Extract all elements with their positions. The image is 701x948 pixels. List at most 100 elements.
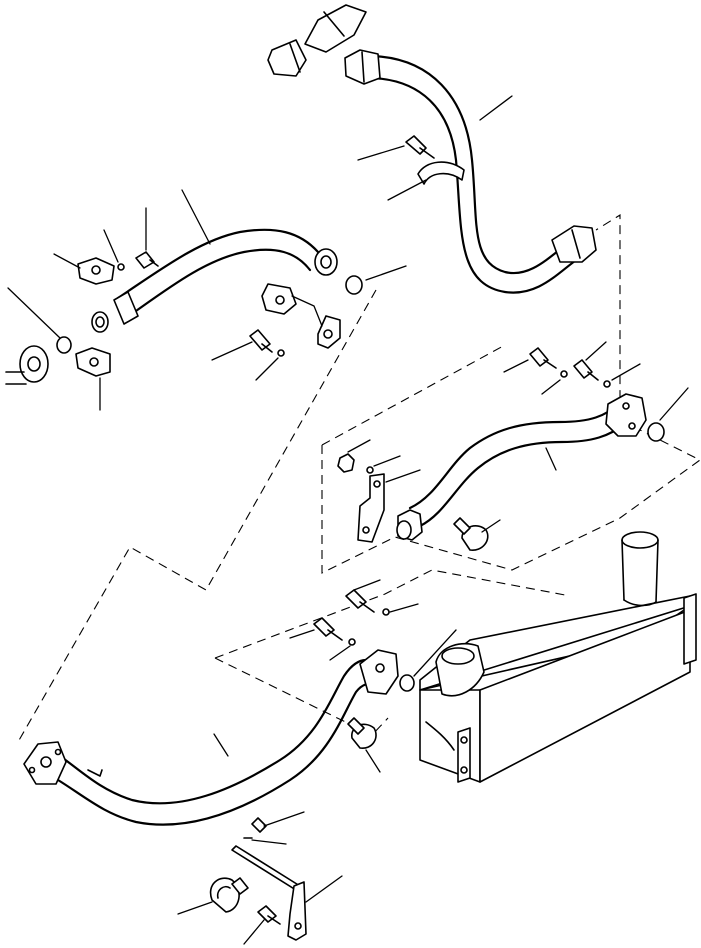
hose-upper-inner bbox=[372, 78, 582, 293]
tube-lower-flange-left-hole-a bbox=[30, 768, 35, 773]
bolt-b-shank bbox=[262, 344, 272, 352]
leader-washer-g bbox=[252, 840, 286, 844]
tube-mid-upper bbox=[410, 404, 618, 508]
clamp-mid-bolt bbox=[454, 518, 470, 534]
pipe-left bbox=[92, 230, 337, 332]
leader-lock-washer-f bbox=[330, 646, 350, 660]
o-ring-left bbox=[57, 337, 71, 353]
split-flange-half-d bbox=[318, 316, 340, 348]
hose-upper-end-fitting-right bbox=[552, 226, 596, 262]
clamp-bottom bbox=[211, 878, 248, 912]
bracket-mid-hole-a bbox=[374, 481, 380, 487]
lock-washer-e bbox=[383, 609, 389, 615]
leader-clamp-lower bbox=[366, 750, 380, 772]
o-ring-lower bbox=[400, 675, 414, 691]
elbow-thread bbox=[324, 12, 344, 36]
clamp-mid bbox=[454, 518, 488, 550]
lock-washer-d bbox=[604, 381, 610, 387]
clamp-bottom-bolt bbox=[232, 878, 248, 894]
bolt-e-shank bbox=[360, 602, 374, 612]
leader-nut-mid bbox=[348, 440, 370, 452]
leader-tube-lower bbox=[214, 734, 228, 756]
pipe-left-flange bbox=[92, 312, 108, 332]
outlet-pipe-base bbox=[624, 600, 656, 606]
leader-bracket-lower bbox=[306, 876, 342, 902]
leader-bolt-d bbox=[586, 342, 606, 360]
leader-lock-washer-d bbox=[612, 364, 640, 380]
leader-clamp-bolt bbox=[358, 146, 404, 160]
lock-washer-c bbox=[561, 371, 567, 377]
split-flange-center bbox=[250, 284, 340, 356]
dashed-outline-upper bbox=[18, 290, 376, 742]
clamp-bottom-inner bbox=[218, 887, 230, 898]
tube-mid-nut-face bbox=[397, 521, 411, 539]
dashed-outline-mid-left bbox=[322, 345, 505, 445]
leader-clamp bbox=[388, 180, 426, 200]
leader-bolt-g bbox=[264, 812, 304, 826]
leader-o-ring-mid bbox=[660, 388, 688, 420]
inlet-elbow bbox=[436, 644, 484, 696]
leader-washer-mid bbox=[374, 456, 400, 466]
bolt-d-shank bbox=[588, 372, 598, 380]
aftercooler-front bbox=[420, 690, 480, 782]
bolt-c bbox=[530, 348, 548, 366]
pipe-left-end-bore bbox=[321, 256, 331, 268]
aftercooler-detail bbox=[426, 722, 454, 750]
aftercooler bbox=[420, 532, 696, 782]
elbow-nut-flat bbox=[290, 44, 300, 72]
aftercooler-end-bracket-hole-a bbox=[461, 737, 467, 743]
split-flange-half-a-hole bbox=[92, 266, 100, 274]
tube-lower-flange-left bbox=[24, 742, 66, 784]
tube-lower-flange-right-bore bbox=[376, 664, 384, 672]
clamp-lower-bolt bbox=[348, 718, 364, 734]
outlet-pipe-top bbox=[622, 532, 658, 548]
o-ring-mid bbox=[648, 423, 664, 441]
clamp-upper bbox=[406, 136, 464, 184]
leader-bolt-e bbox=[354, 580, 380, 590]
hose-upper-end-fitting-top-flat bbox=[362, 52, 364, 82]
bracket-mid-hole-b bbox=[363, 527, 369, 533]
leader-bolt-c bbox=[504, 360, 528, 372]
aftercooler-side-bracket bbox=[684, 594, 696, 664]
leader-clamp-mid bbox=[482, 520, 500, 532]
lock-washer-f bbox=[349, 639, 355, 645]
split-flange-half-a bbox=[78, 258, 114, 284]
pipe-left-inner bbox=[126, 250, 310, 318]
elbow-nut bbox=[268, 40, 306, 76]
tube-lower bbox=[24, 650, 398, 825]
tube-lower-tab bbox=[88, 770, 102, 776]
bolt-a-shank bbox=[150, 260, 158, 266]
clamp-lower bbox=[348, 718, 376, 748]
outlet-pipe-left bbox=[622, 540, 624, 600]
leader-bolt-f bbox=[290, 630, 314, 638]
nut-mid bbox=[338, 454, 354, 472]
bracket-mid bbox=[338, 454, 384, 542]
leader-bracket-mid bbox=[386, 470, 420, 482]
leader-o-ring-upper bbox=[366, 266, 406, 280]
lock-washer-b bbox=[278, 350, 284, 356]
connector-bore bbox=[28, 357, 40, 371]
clamp-upper-bolt-shank bbox=[420, 148, 434, 158]
bolt-f-shank bbox=[328, 630, 342, 640]
leader-lock-washer-c bbox=[542, 380, 560, 394]
tube-lower-flange-left-hole-b bbox=[56, 750, 61, 755]
split-flange-half-c-hole bbox=[276, 296, 284, 304]
hose-upper-end-fitting-right-flat bbox=[572, 230, 580, 258]
bolt-h-shank bbox=[268, 916, 280, 924]
connector-face bbox=[20, 346, 48, 382]
group-outlines bbox=[18, 215, 700, 742]
bolt-b bbox=[250, 330, 270, 350]
tube-mid-flange-hole-a bbox=[623, 403, 629, 409]
split-flange-half-c bbox=[262, 284, 296, 314]
leader-lock-washer-b bbox=[256, 358, 278, 380]
leader-o-ring-left bbox=[8, 288, 60, 338]
pipe-left-flange-bore bbox=[96, 317, 104, 327]
aftercooler-end-bracket bbox=[458, 728, 470, 782]
split-flange-half-d-hole bbox=[324, 330, 332, 338]
leader-lock-washer-e bbox=[390, 604, 418, 612]
flange-hardware-lower bbox=[314, 590, 389, 645]
flange-hardware-mid bbox=[530, 348, 610, 387]
leader-tube-mid bbox=[546, 448, 556, 470]
bracket-mid-plate bbox=[358, 474, 384, 542]
